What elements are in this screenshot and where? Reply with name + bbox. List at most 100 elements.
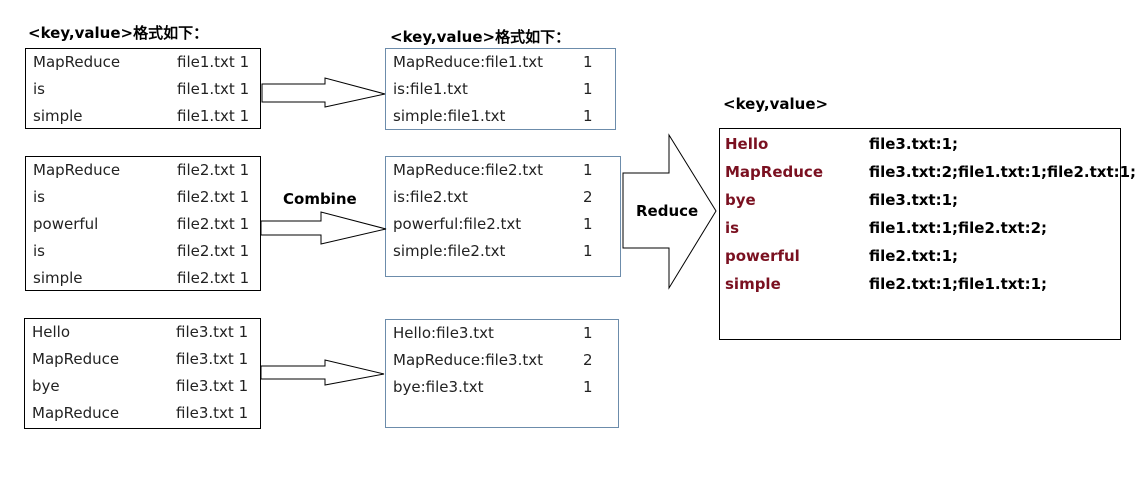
row-key: MapReduce [33,161,121,179]
reduce-label: Reduce [636,202,699,220]
table-row: MapReduce file3.txt 1 [25,400,260,427]
row-key: simple [33,269,83,287]
row-key: simple [725,275,781,293]
row-value: file3.txt:2;file1.txt:1;file2.txt:1; [869,163,1136,181]
row-key: is [33,242,45,260]
arrow-right-icon [261,77,386,108]
table-row: Hello file3.txt:1; [720,130,1120,158]
table-row: MapReduce:file2.txt 1 [386,157,620,184]
left-header: <key,value>格式如下： [28,24,209,42]
row-value: file3.txt:1; [869,191,959,209]
row-key: powerful [33,215,99,233]
table-row: MapReduce file1.txt 1 [26,49,260,76]
table-row: bye file3.txt 1 [25,373,260,400]
table-row: MapReduce:file1.txt 1 [386,49,615,76]
table-row: is file1.txt 1 [26,76,260,103]
row-value: file2.txt 1 [177,269,250,287]
row-key: bye [725,191,756,209]
combine-output-box-2: MapReduce:file2.txt 1 is:file2.txt 2 power… [385,156,621,277]
row-value: file2.txt:1; [869,247,959,265]
row-key: MapReduce:file2.txt [393,161,543,179]
table-row: MapReduce file3.txt:2;file1.txt:1;file2.t… [720,158,1136,186]
table-row: simple file2.txt:1;file1.txt:1; [720,270,1120,298]
row-key: Hello [725,135,769,153]
arrow-right-icon [260,359,385,386]
map-output-box-3: Hello file3.txt 1 MapReduce file3.txt 1 by… [24,318,261,429]
row-value: file3.txt 1 [176,404,249,422]
row-value: file1.txt 1 [177,53,250,71]
row-value: file3.txt 1 [176,350,249,368]
combine-output-box-3: Hello:file3.txt 1 MapReduce:file3.txt 2 by… [385,319,619,428]
combine-output-box-1: MapReduce:file1.txt 1 is:file1.txt 1 simpl… [385,48,616,130]
row-key: bye [32,377,60,395]
row-value: file3.txt 1 [176,377,249,395]
table-row: is:file2.txt 2 [386,184,620,211]
map-output-box-2: MapReduce file2.txt 1 is file2.txt 1 power… [25,156,261,291]
table-row: bye file3.txt:1; [720,186,1120,214]
table-row: is file1.txt:1;file2.txt:2; [720,214,1120,242]
table-row: MapReduce file2.txt 1 [26,157,260,184]
row-key: simple:file2.txt [393,242,506,260]
row-key: powerful:file2.txt [393,215,522,233]
table-row: powerful file2.txt:1; [720,242,1120,270]
row-key: Hello:file3.txt [393,324,494,342]
table-row: is file2.txt 1 [26,184,260,211]
table-row: powerful:file2.txt 1 [386,211,620,238]
row-key: MapReduce [32,350,120,368]
row-key: is:file1.txt [393,80,468,98]
row-value: 1 [583,161,593,179]
table-row: MapReduce file3.txt 1 [25,346,260,373]
row-value: 1 [583,53,593,71]
row-value: file2.txt:1;file1.txt:1; [869,275,1048,293]
middle-header: <key,value>格式如下： [390,28,571,46]
row-value: 1 [583,378,593,396]
row-key: MapReduce [32,404,120,422]
row-key: is [33,80,45,98]
row-value: 2 [583,188,593,206]
table-row: simple file2.txt 1 [26,265,260,292]
map-output-box-1: MapReduce file1.txt 1 is file1.txt 1 simpl… [25,48,261,129]
row-key: Hello [32,323,71,341]
row-value: file1.txt 1 [177,80,250,98]
row-key: simple:file1.txt [393,107,506,125]
table-row: is file2.txt 1 [26,238,260,265]
row-key: is [725,219,740,237]
row-value: 2 [583,351,593,369]
row-key: is:file2.txt [393,188,468,206]
row-key: MapReduce:file3.txt [393,351,543,369]
row-key: MapReduce [725,163,823,181]
reduce-output-box: Hello file3.txt:1; MapReduce file3.txt:2;f… [719,128,1136,340]
table-row: simple:file2.txt 1 [386,238,620,265]
row-key: MapReduce:file1.txt [393,53,543,71]
row-value: file2.txt 1 [177,188,250,206]
row-key: is [33,188,45,206]
row-key: simple [33,107,83,125]
row-value: 1 [583,80,593,98]
row-value: 1 [583,324,593,342]
row-value: file2.txt 1 [177,242,250,260]
row-value: 1 [583,107,593,125]
row-key: powerful [725,247,800,265]
row-value: file3.txt:1; [869,135,959,153]
table-row: powerful file2.txt 1 [26,211,260,238]
table-row: MapReduce:file3.txt 2 [386,347,618,374]
row-value: 1 [583,215,593,233]
reduce-arrow-icon [622,133,717,290]
row-value: file2.txt 1 [177,215,250,233]
combine-label: Combine [283,190,357,208]
table-row: simple file1.txt 1 [26,103,260,130]
table-row: simple:file1.txt 1 [386,103,615,130]
table-row: Hello:file3.txt 1 [386,320,618,347]
table-row: Hello file3.txt 1 [25,319,260,346]
row-key: MapReduce [33,53,121,71]
row-value: file3.txt 1 [176,323,249,341]
row-value: file1.txt:1;file2.txt:2; [869,219,1048,237]
right-header: <key,value> [723,95,829,113]
row-value: file1.txt 1 [177,107,250,125]
row-value: 1 [583,242,593,260]
table-row: is:file1.txt 1 [386,76,615,103]
arrow-right-icon [260,211,387,245]
row-value: file2.txt 1 [177,161,250,179]
